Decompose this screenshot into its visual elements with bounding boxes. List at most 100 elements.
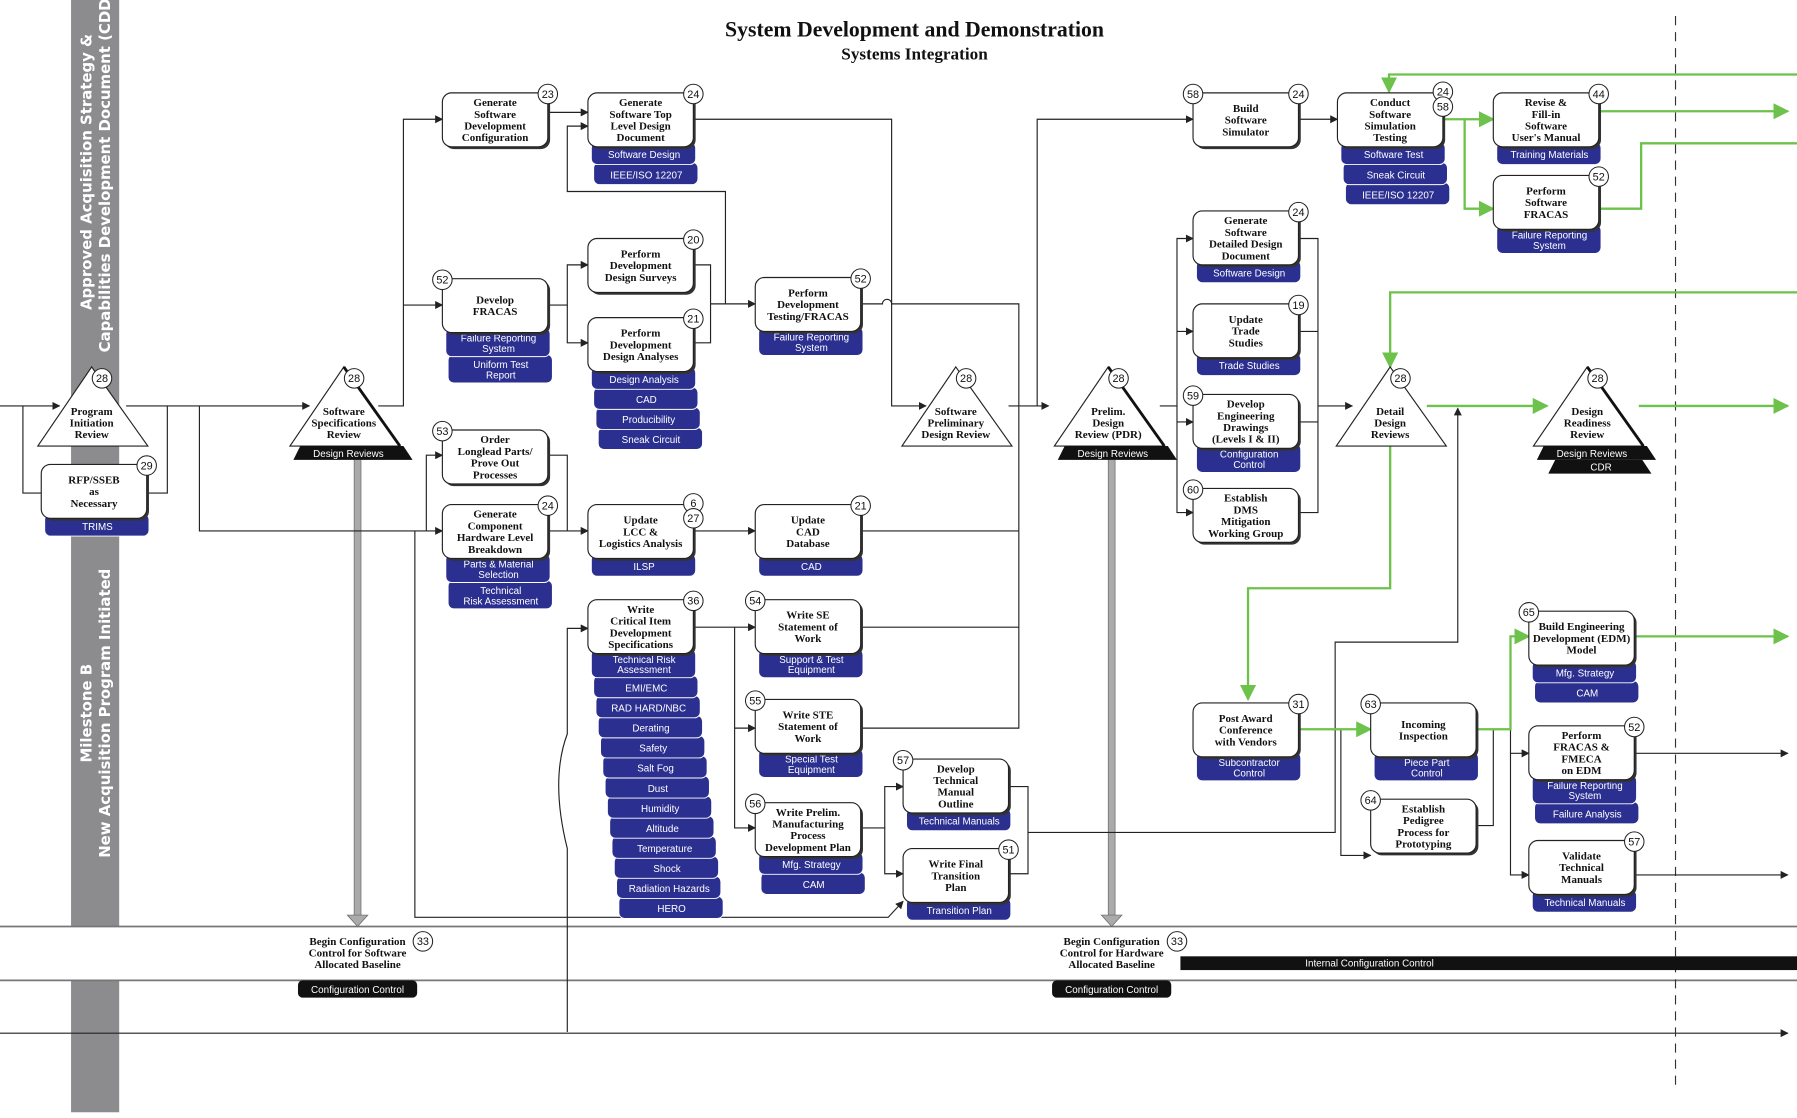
tag-label: Technical xyxy=(480,586,521,597)
baseline-arrow-sw xyxy=(353,458,362,918)
process-title: Development Plan xyxy=(765,842,851,854)
process-title: Development xyxy=(464,120,526,132)
step-number-badge xyxy=(1432,96,1454,117)
review-title: Review xyxy=(327,429,361,441)
process-title: Technical xyxy=(933,775,978,787)
step-number: 28 xyxy=(1394,373,1406,385)
step-number: 52 xyxy=(1593,171,1605,183)
process-title: Write Final xyxy=(929,859,983,871)
tag-label: CAD xyxy=(801,562,822,573)
page-subtitle: Systems Integration xyxy=(841,45,988,64)
tag-label: Failure Analysis xyxy=(1553,810,1622,821)
milestone-label-bar xyxy=(1052,980,1172,998)
process-box xyxy=(441,503,549,559)
process-develop-tech-manual[interactable]: Technical ManualsDevelopTechnicalManualO… xyxy=(892,749,1012,832)
review-title: Software xyxy=(323,406,365,418)
process-title: Work xyxy=(795,733,823,745)
process-develop-eng-drawings[interactable]: ConfigurationControlDevelopEngineeringDr… xyxy=(1182,385,1302,473)
review-triangle xyxy=(36,365,149,447)
process-gen-sw-detailed[interactable]: Software DesignGenerateSoftwareDetailed … xyxy=(1192,201,1309,284)
process-title: Document xyxy=(617,132,666,144)
process-validate-manuals[interactable]: Technical ManualsValidateTechnicalManual… xyxy=(1528,831,1645,913)
step-number: 24 xyxy=(1292,207,1304,219)
tag-label: Equipment xyxy=(788,665,835,676)
tag-label: TRIMS xyxy=(82,522,113,533)
step-number: 54 xyxy=(749,596,761,608)
milestone-title: Allocated Baseline xyxy=(314,959,401,971)
process-title: Component xyxy=(468,520,523,532)
step-number-badge xyxy=(1182,479,1204,500)
step-number: 21 xyxy=(855,500,867,512)
step-number-badge xyxy=(136,455,157,476)
step-number-badge xyxy=(1288,201,1309,223)
step-number: 28 xyxy=(1112,373,1124,385)
tag-label: Selection xyxy=(478,570,518,581)
tag-label: IEEE/ISO 12207 xyxy=(1362,190,1434,201)
process-title: Perform xyxy=(788,288,828,300)
step-number-badge xyxy=(1624,716,1645,738)
process-title: (Levels I & II) xyxy=(1212,434,1280,446)
process-perf-dev-testing[interactable]: Failure ReportingSystemPerformDevelopmen… xyxy=(754,268,871,356)
step-number: 19 xyxy=(1292,300,1304,312)
process-box xyxy=(587,503,694,559)
process-title: Simulation xyxy=(1364,120,1415,132)
process-title: Configuration xyxy=(462,132,529,144)
step-number: 51 xyxy=(1002,844,1014,856)
process-box xyxy=(754,503,862,559)
process-title: Write STE xyxy=(783,709,834,721)
review-title: Initiation xyxy=(70,418,114,430)
review-sw-spec-review[interactable]: Design ReviewsSoftwareSpecificationsRevi… xyxy=(288,365,413,460)
process-title: FMECA xyxy=(1561,753,1601,765)
process-title: Testing/FRACAS xyxy=(767,311,848,323)
process-title: Manuals xyxy=(1561,874,1603,886)
tag-label: Radiation Hazards xyxy=(629,884,710,895)
tag-label: Derating xyxy=(632,724,669,735)
step-number: 23 xyxy=(542,89,554,101)
step-number-badge xyxy=(892,749,914,771)
process-title: Order xyxy=(480,434,509,446)
review-label: Design Reviews xyxy=(1557,449,1628,460)
process-title: Specifications xyxy=(608,639,673,651)
process-title: LCC & xyxy=(623,526,658,538)
process-gen-sw-dev-config[interactable]: GenerateSoftwareDevelopmentConfiguration… xyxy=(441,83,559,150)
process-perform-sw-fracas[interactable]: Failure ReportingSystemPerformSoftwareFR… xyxy=(1492,166,1609,254)
process-title: Develop xyxy=(1227,399,1265,411)
step-number: 33 xyxy=(1171,936,1183,948)
process-title: Transition xyxy=(931,870,980,882)
process-title: Write xyxy=(627,604,654,616)
process-title: Manual xyxy=(937,787,974,799)
process-box xyxy=(1336,92,1444,148)
step-number: 44 xyxy=(1593,89,1605,101)
process-box xyxy=(754,276,862,332)
